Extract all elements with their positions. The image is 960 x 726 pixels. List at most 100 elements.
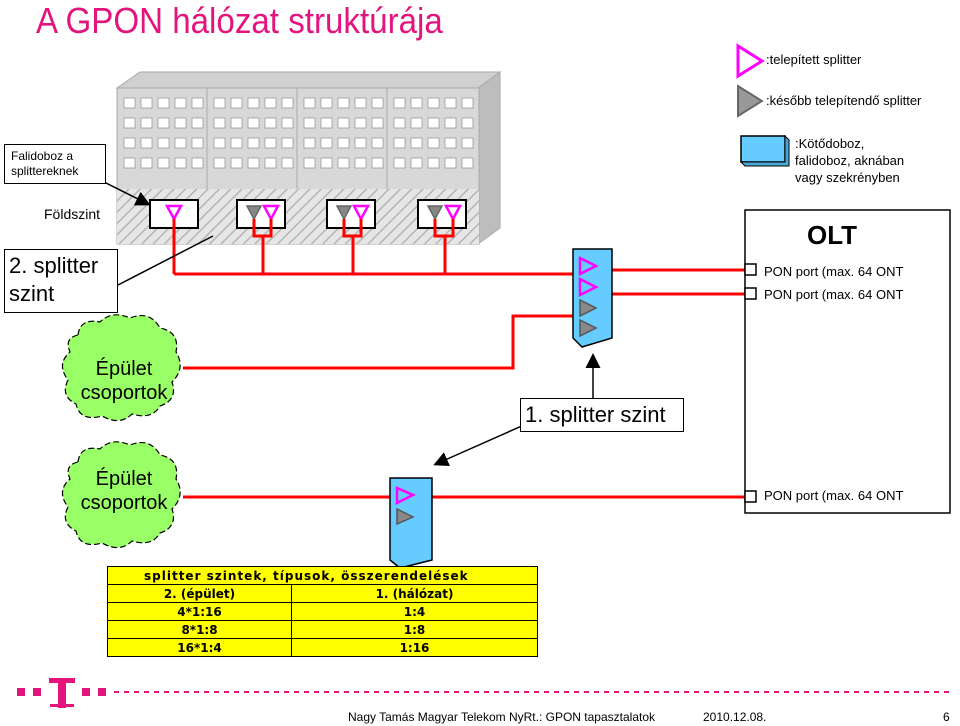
building-window xyxy=(140,157,153,169)
building-window xyxy=(427,137,440,149)
floor-boxes xyxy=(149,199,467,229)
building-window xyxy=(213,97,226,109)
building-window xyxy=(393,117,406,129)
splitter-level-2-label: 2. splitter szint xyxy=(4,249,118,313)
building-window xyxy=(320,97,333,109)
building-window xyxy=(123,137,136,149)
legend-later: :később telepítendő splitter xyxy=(766,93,922,108)
building-window xyxy=(230,97,243,109)
gray-triangle-icon xyxy=(245,205,263,221)
magenta-triangle-icon xyxy=(351,204,371,222)
building-window xyxy=(213,137,226,149)
gray-triangle-icon xyxy=(335,205,353,221)
legend-icons xyxy=(736,43,790,167)
magenta-triangle-icon xyxy=(443,204,463,222)
splitter-level-1-label: 1. splitter szint xyxy=(520,398,684,432)
building-window xyxy=(174,97,187,109)
legend-box-line-3: vagy szekrényben xyxy=(795,170,900,185)
building-window xyxy=(461,117,474,129)
table-cell: 1:4 xyxy=(291,602,538,621)
building-window xyxy=(213,157,226,169)
building-window xyxy=(320,117,333,129)
building-window xyxy=(157,97,170,109)
legend-installed: :telepített splitter xyxy=(766,52,862,67)
building-window xyxy=(140,137,153,149)
gray-triangle-icon xyxy=(426,205,444,221)
building-window xyxy=(320,137,333,149)
building-window xyxy=(140,97,153,109)
building-window xyxy=(230,137,243,149)
building-window xyxy=(191,117,204,129)
building-window xyxy=(337,117,350,129)
building-window xyxy=(281,157,294,169)
building-window xyxy=(157,137,170,149)
building-window xyxy=(174,157,187,169)
pon-port-1: PON port (max. 64 ONT xyxy=(764,264,904,279)
cloud-2 xyxy=(61,441,181,549)
building-window xyxy=(174,137,187,149)
table-col-1: 2. (épület) xyxy=(107,584,292,603)
building-window xyxy=(393,97,406,109)
gray-triangle-icon xyxy=(737,84,764,118)
building-window xyxy=(371,117,384,129)
magenta-triangle-icon xyxy=(164,204,184,222)
telekom-t-logo xyxy=(49,678,75,708)
building-window xyxy=(354,97,367,109)
building-window xyxy=(191,157,204,169)
olt-ports xyxy=(744,263,757,503)
building-window xyxy=(444,97,457,109)
cloud-2-line-1: Épület xyxy=(95,468,153,490)
magenta-triangle-icon xyxy=(578,255,599,277)
building-window xyxy=(213,117,226,129)
table-cell: 16*1:4 xyxy=(107,638,292,657)
splitter-table: splitter szintek, típusok, összerendelés… xyxy=(107,566,538,657)
floor-splitter-icons xyxy=(164,204,463,222)
cloud-1-label: Épület csoportok xyxy=(64,357,184,405)
olt-title: OLT xyxy=(807,220,858,250)
gray-triangle-icon xyxy=(396,507,415,526)
building-window xyxy=(461,97,474,109)
building-window xyxy=(410,97,423,109)
building-window xyxy=(264,97,277,109)
building-window xyxy=(371,137,384,149)
building-window xyxy=(303,157,316,169)
magenta-triangle-icon xyxy=(578,276,599,298)
building-window xyxy=(354,137,367,149)
building-window xyxy=(410,117,423,129)
building-window xyxy=(264,157,277,169)
building-window xyxy=(123,97,136,109)
building-window xyxy=(140,117,153,129)
table-header: splitter szintek, típusok, összerendelés… xyxy=(107,566,538,585)
cloud-1-line-2: csoportok xyxy=(80,382,168,404)
cloud-1-line-1: Épület xyxy=(95,358,153,380)
building-window xyxy=(303,117,316,129)
building-window xyxy=(247,137,260,149)
building-window xyxy=(337,157,350,169)
footer-author: Nagy Tamás Magyar Telekom NyRt.: GPON ta… xyxy=(348,710,656,724)
building-window xyxy=(191,137,204,149)
splitter-level-2-line-1: 2. splitter xyxy=(9,253,99,278)
arrows xyxy=(99,179,601,466)
building-window xyxy=(247,117,260,129)
building-window xyxy=(123,157,136,169)
cloud-2-label: Épület csoportok xyxy=(64,467,184,515)
junction-box-small xyxy=(389,477,433,569)
pon-port-2: PON port (max. 64 ONT xyxy=(764,287,904,302)
building-window xyxy=(444,117,457,129)
building-window xyxy=(230,117,243,129)
building-window xyxy=(247,157,260,169)
building-window xyxy=(264,137,277,149)
building-window xyxy=(371,157,384,169)
gray-triangle-icon xyxy=(579,318,598,338)
building-window xyxy=(174,117,187,129)
building-window xyxy=(281,117,294,129)
cloud-1 xyxy=(61,314,181,422)
building-window xyxy=(427,117,440,129)
building-window xyxy=(427,97,440,109)
building-window xyxy=(354,117,367,129)
building-window xyxy=(410,157,423,169)
